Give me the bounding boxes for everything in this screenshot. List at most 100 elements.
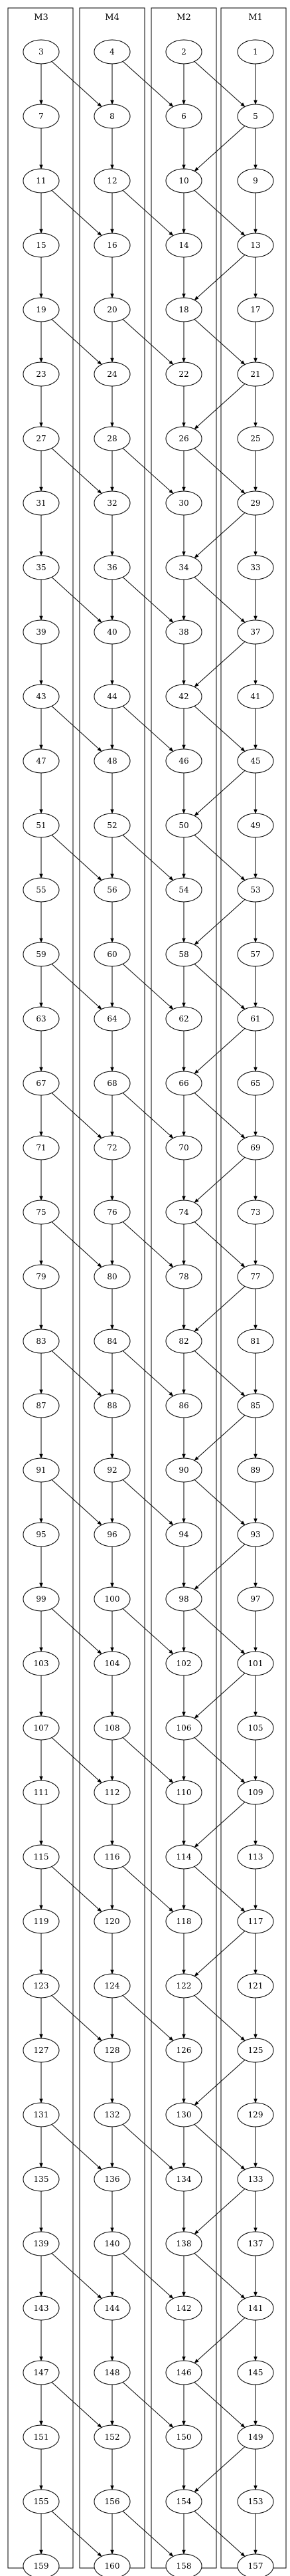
node-label-103: 103 (34, 1659, 49, 1668)
node-shape-36 (94, 555, 131, 580)
edge-107-112 (51, 1737, 102, 1783)
node-shape-22 (165, 362, 202, 387)
node-label-133: 133 (248, 2175, 263, 2184)
node-99: 99 (23, 1586, 60, 1612)
node-label-44: 44 (107, 692, 117, 701)
node-100: 100 (94, 1586, 131, 1612)
node-label-59: 59 (36, 950, 46, 959)
node-label-35: 35 (36, 563, 46, 572)
node-label-76: 76 (107, 1208, 117, 1217)
node-shape-28 (94, 426, 131, 451)
node-25: 25 (237, 426, 274, 451)
node-label-54: 54 (179, 885, 189, 895)
node-shape-79 (23, 1264, 60, 1289)
edge-58-61 (194, 964, 246, 1010)
node-shape-134 (165, 2167, 202, 2192)
node-123: 123 (23, 1973, 60, 1998)
node-shape-125 (237, 2038, 274, 2063)
node-1: 1 (237, 39, 274, 64)
node-116: 116 (94, 1844, 131, 1870)
node-82: 82 (165, 1329, 202, 1354)
node-shape-119 (23, 1909, 60, 1934)
edge-98-101 (194, 1608, 246, 1655)
node-shape-154 (165, 2489, 202, 2514)
node-shape-118 (165, 1909, 202, 1934)
node-label-123: 123 (34, 1981, 49, 1990)
node-shape-56 (94, 877, 131, 903)
node-label-58: 58 (179, 950, 188, 959)
node-106: 106 (165, 1715, 202, 1741)
node-shape-30 (165, 490, 202, 516)
node-shape-38 (165, 619, 202, 645)
node-label-91: 91 (36, 1465, 46, 1475)
edge-19-24 (51, 319, 102, 365)
node-31: 31 (23, 490, 60, 516)
node-44: 44 (94, 684, 131, 709)
node-98: 98 (165, 1586, 202, 1612)
node-18: 18 (165, 297, 202, 322)
node-shape-49 (237, 813, 274, 838)
lane-label-m4: M4 (105, 13, 119, 23)
node-shape-92 (94, 1457, 131, 1483)
node-label-135: 135 (34, 2175, 49, 2184)
node-15: 15 (23, 233, 60, 258)
node-143: 143 (23, 2296, 60, 2321)
node-113: 113 (237, 1844, 274, 1870)
edge-45-50 (194, 770, 246, 817)
node-label-62: 62 (179, 1014, 188, 1023)
edge-36-38 (122, 577, 174, 623)
node-label-85: 85 (250, 1401, 260, 1410)
node-label-132: 132 (105, 2110, 120, 2119)
node-label-5: 5 (253, 112, 258, 121)
node-shape-16 (94, 233, 131, 258)
node-shape-90 (165, 1457, 202, 1483)
edge-124-126 (122, 1995, 174, 2042)
edge-18-21 (194, 319, 246, 366)
node-label-79: 79 (36, 1272, 46, 1281)
edge-141-146 (194, 2317, 246, 2364)
node-77: 77 (237, 1264, 274, 1289)
node-label-81: 81 (250, 1337, 260, 1346)
node-label-149: 149 (248, 2432, 263, 2442)
node-label-56: 56 (107, 885, 117, 895)
node-40: 40 (94, 619, 131, 645)
node-72: 72 (94, 1135, 131, 1160)
node-62: 62 (165, 1006, 202, 1031)
node-134: 134 (165, 2167, 202, 2192)
node-label-15: 15 (36, 241, 46, 250)
node-label-142: 142 (177, 2304, 192, 2313)
node-shape-23 (23, 362, 60, 387)
node-label-117: 117 (248, 1917, 263, 1926)
node-label-90: 90 (179, 1465, 188, 1475)
node-label-139: 139 (34, 2239, 49, 2248)
node-64: 64 (94, 1006, 131, 1031)
node-122: 122 (165, 1973, 202, 1998)
node-label-31: 31 (36, 498, 46, 508)
node-126: 126 (165, 2038, 202, 2063)
node-shape-103 (23, 1651, 60, 1676)
node-39: 39 (23, 619, 60, 645)
node-79: 79 (23, 1264, 60, 1289)
node-label-41: 41 (250, 692, 260, 701)
edge-67-72 (51, 1093, 102, 1138)
node-label-84: 84 (107, 1337, 117, 1346)
node-shape-57 (237, 942, 274, 967)
edge-50-53 (194, 835, 246, 881)
node-label-141: 141 (248, 2304, 263, 2313)
edge-92-94 (122, 1479, 174, 1526)
node-label-28: 28 (107, 434, 117, 443)
node-label-7: 7 (38, 112, 44, 121)
node-21: 21 (237, 362, 274, 387)
node-label-104: 104 (105, 1659, 120, 1668)
node-shape-2 (165, 39, 202, 64)
node-label-36: 36 (107, 563, 117, 572)
node-135: 135 (23, 2167, 60, 2192)
node-shape-138 (165, 2231, 202, 2256)
node-127: 127 (23, 2038, 60, 2063)
node-129: 129 (237, 2102, 274, 2127)
node-label-78: 78 (179, 1272, 188, 1281)
node-56: 56 (94, 877, 131, 903)
edge-131-136 (51, 2124, 102, 2170)
node-label-109: 109 (248, 1788, 263, 1797)
node-78: 78 (165, 1264, 202, 1289)
